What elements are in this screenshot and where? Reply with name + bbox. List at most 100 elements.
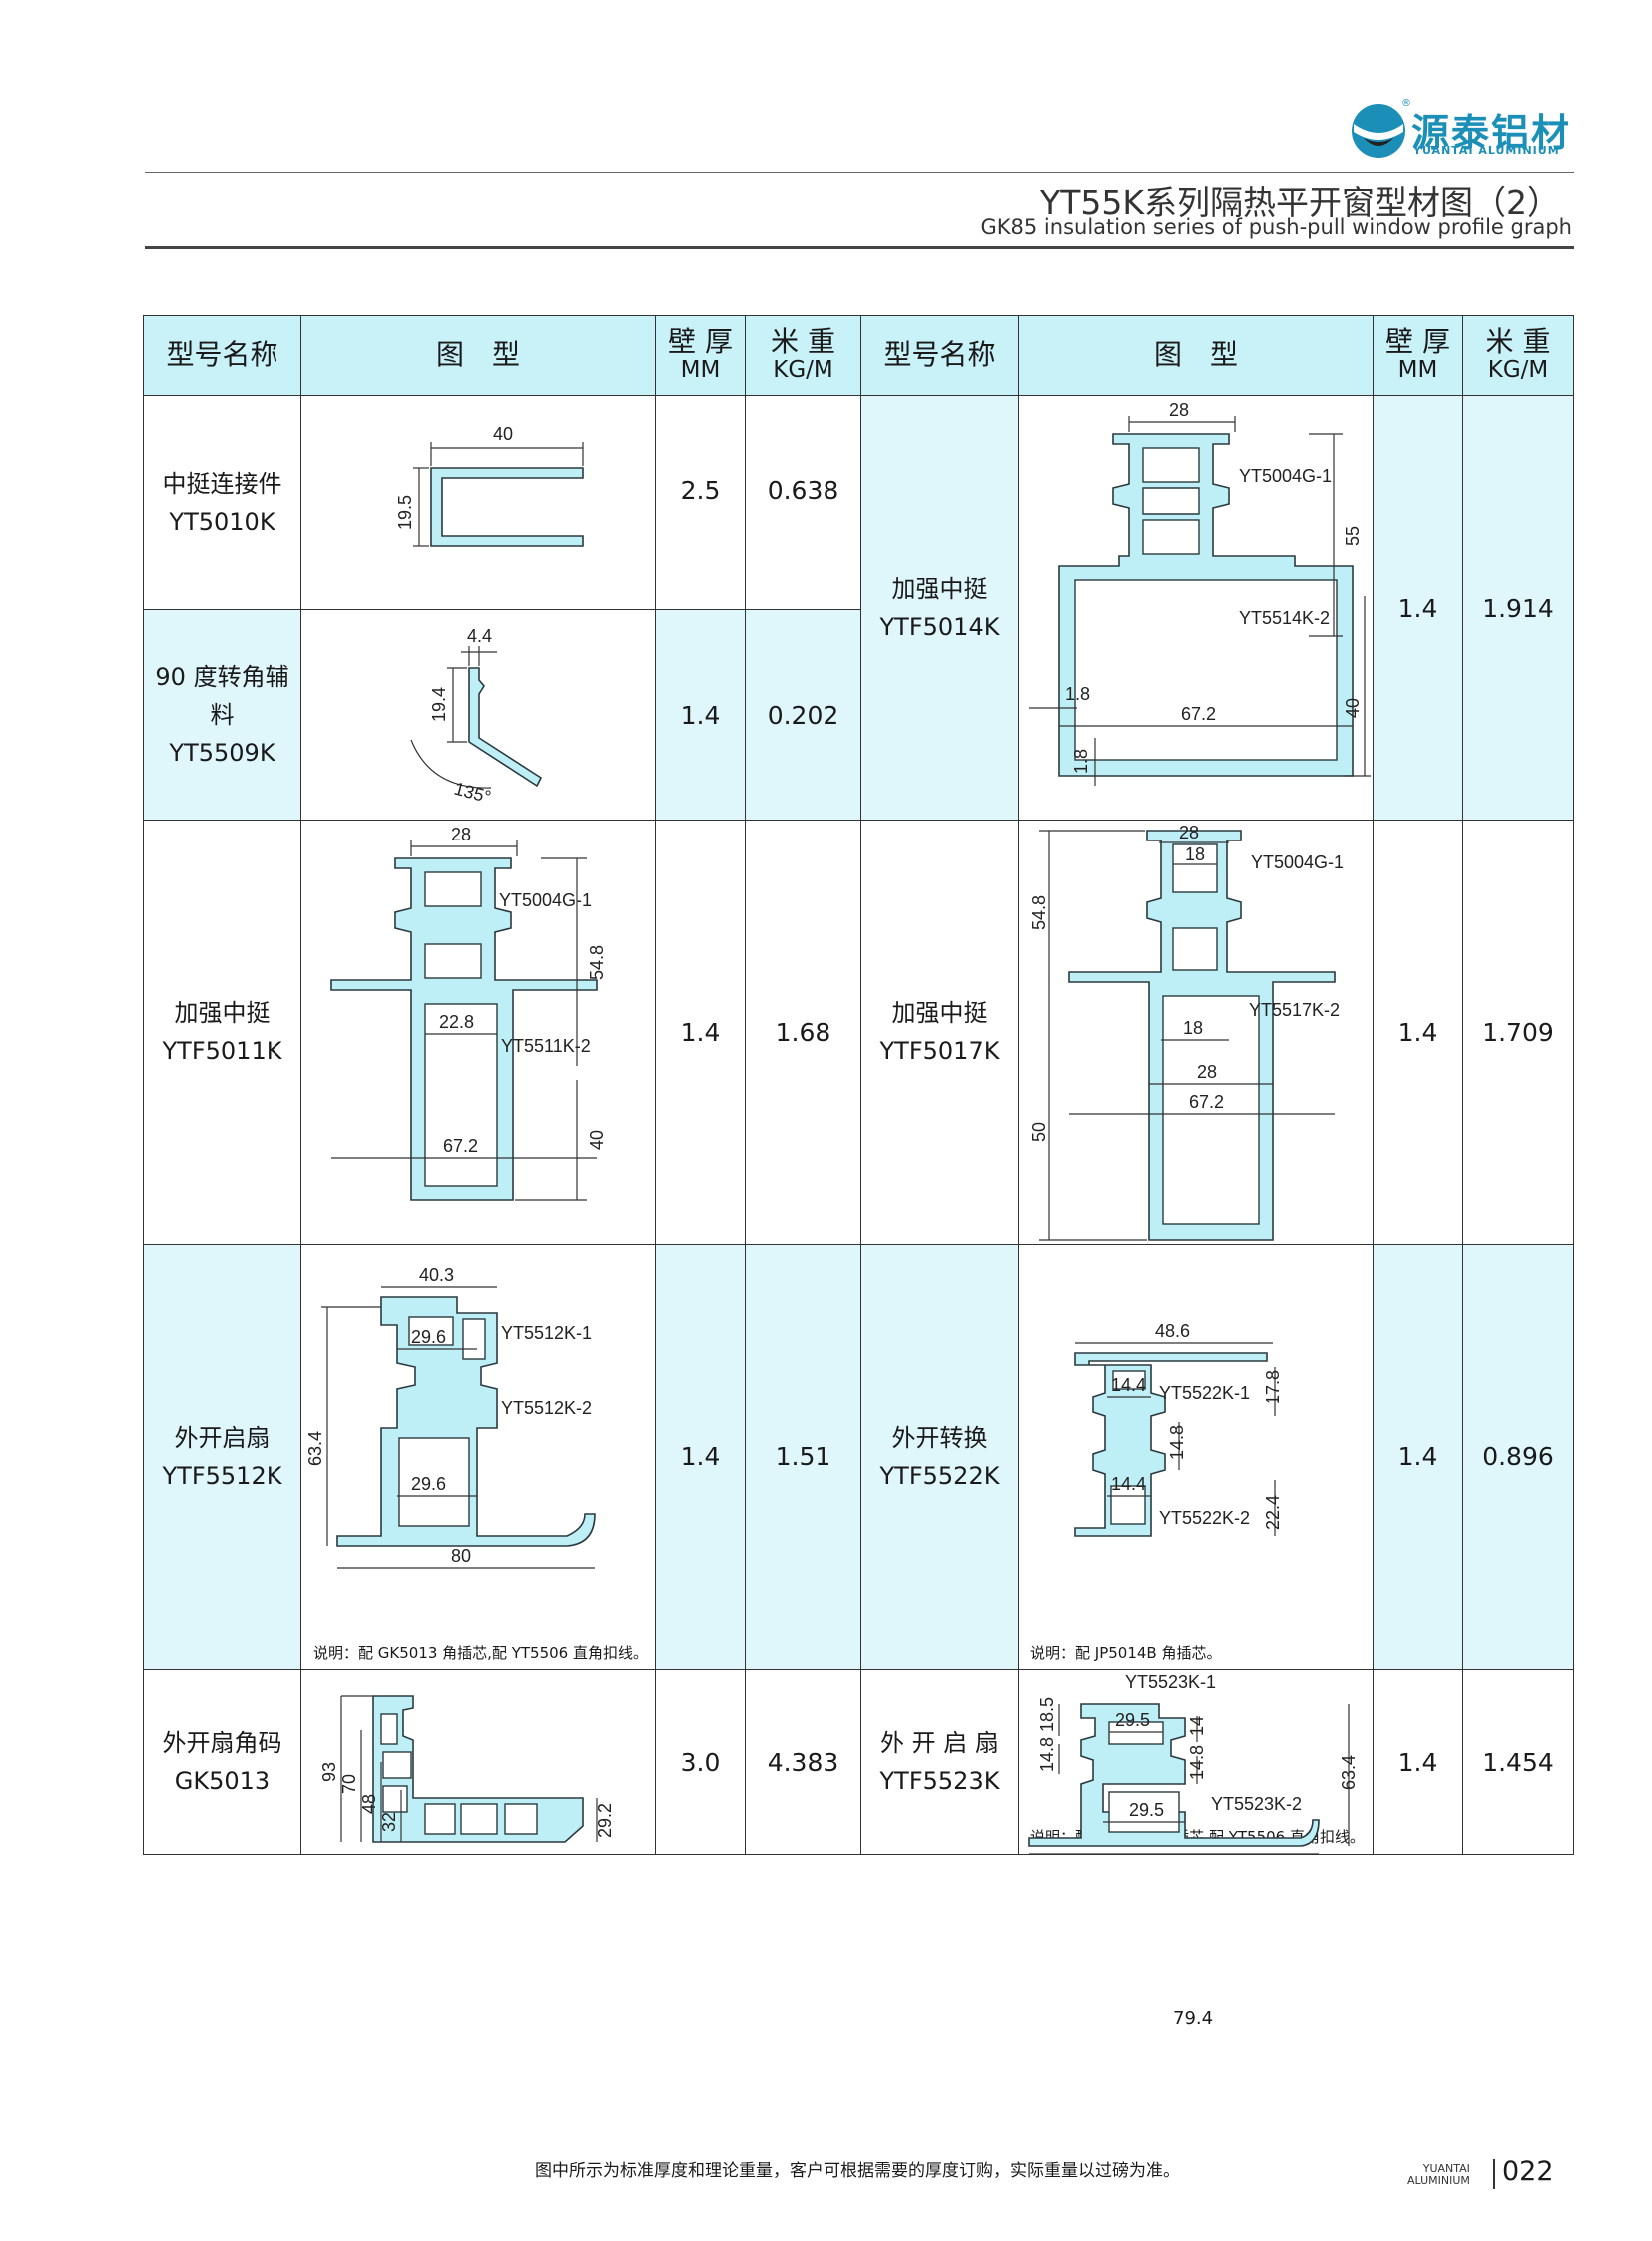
part-label: YT5004G-1 [499,890,592,910]
dim-label: 14.4 [1111,1375,1146,1395]
left-row-1-weight: 0.638 [746,396,861,610]
header-model-2: 型号名称 [861,316,1019,396]
dim-label: 18.5 [1037,1697,1057,1732]
brand-reg-mark: ® [1401,98,1411,109]
dim-label: 29.6 [411,1474,446,1494]
drawing-gk5013: 93 70 48 32 29.2 [319,1695,615,1843]
dim-label-79-4: 79.4 [1173,2008,1214,2029]
part-label: YT5512K-1 [501,1323,592,1343]
dim-label: 40.3 [419,1265,454,1285]
left-row-4-weight: 1.51 [746,1245,861,1670]
note-ytf5512k: 说明：配 GK5013 角插芯,配 YT5506 直角扣线。 [313,1644,648,1662]
right-row-2-weight: 1.709 [1463,821,1573,1245]
right-row-3-wall: 1.4 [1374,1245,1463,1670]
left-row-1-figure [301,396,656,610]
dim-label: 18 [1185,844,1205,864]
dim-label: 40 [1343,698,1363,718]
dim-label: 19.4 [429,687,449,722]
left-row-3-figure [301,821,656,1245]
dim-label: 55 [1343,526,1363,546]
dim-label: 63.4 [305,1431,325,1466]
left-row-5-weight: 4.383 [746,1670,861,1854]
dim-label: 28 [1169,400,1189,420]
part-label: YT5004G-1 [1239,466,1332,486]
header-figure: 图 型 [301,316,656,396]
left-row-5-figure [301,1670,656,1854]
right-row-4-wall: 1.4 [1374,1670,1463,1854]
drawing-ytf5011k: 28 YT5004G-1 54.8 YT5511K-2 22.8 40 67.2 [330,825,607,1201]
right-row-3-weight: 0.896 [1463,1245,1573,1670]
part-label: YT5523K-2 [1211,1794,1302,1814]
dim-label: 40 [493,424,513,444]
dim-label: 70 [339,1774,359,1794]
dim-label: 50 [1029,1122,1049,1142]
dim-label: 18 [1183,1018,1203,1038]
right-row-1-figure [1019,396,1374,821]
dim-label: 29.5 [1115,1710,1150,1730]
note-ytf5522k: 说明：配 JP5014B 角插芯。 [1030,1644,1222,1662]
footer-divider [1493,2159,1495,2189]
dim-label: 22.8 [439,1012,474,1032]
dim-label: 14.4 [1111,1474,1146,1494]
left-row-2-wall: 1.4 [656,610,746,821]
right-row-3-figure [1019,1245,1374,1670]
right-row-2-figure [1019,821,1374,1245]
dim-label: 67.2 [443,1136,478,1156]
dim-label: 28 [1197,1062,1217,1082]
left-row-5-wall: 3.0 [656,1670,746,1854]
brand-logo-icon [1352,104,1405,158]
header-model: 型号名称 [144,316,301,396]
dim-label: 17.8 [1263,1370,1283,1404]
right-row-1-weight: 1.914 [1463,396,1573,821]
dim-label: 19.5 [395,495,415,530]
dim-label: 93 [319,1762,339,1782]
dim-label: 48.6 [1155,1321,1190,1341]
left-row-3-wall: 1.4 [656,821,746,1245]
part-label: YT5522K-2 [1159,1508,1250,1528]
dim-label: 4.4 [467,626,492,646]
part-label: YT5517K-2 [1249,1000,1340,1020]
dim-label: 14 [1187,1716,1207,1736]
dim-label: 48 [359,1794,379,1814]
dim-label: 14.8 [1187,1745,1207,1780]
dim-label: 29.6 [411,1327,446,1347]
dim-label: 28 [451,825,471,844]
left-row-2-figure [301,610,656,821]
part-label: YT5512K-2 [501,1399,592,1418]
dim-label: 63.4 [1339,1755,1359,1790]
dim-label: 14.8 [1167,1425,1187,1460]
dim-label: 29.2 [595,1803,615,1838]
dim-label: 22.4 [1263,1495,1283,1530]
dim-label: 28 [1179,823,1199,842]
drawing-ytf5512k: 40.3 29.6 YT5512K-1 63.4 YT5512K-2 29.6 … [305,1265,596,1569]
dim-label: 1.8 [1071,749,1091,774]
brand-logo: ® 源泰铝材 YUANTAI ALUMINIUM [1350,98,1573,164]
left-row-4-wall: 1.4 [656,1245,746,1670]
right-row-2-wall: 1.4 [1374,821,1463,1245]
drawing-yt5010k: 40 19.5 [395,424,584,547]
dim-label: 80 [451,1546,471,1566]
right-row-1-wall: 1.4 [1374,396,1463,821]
header-figure-2: 图 型 [1019,316,1374,396]
brand-name-en: YUANTAI ALUMINIUM [1413,144,1560,157]
drawing-ytf5014k: 28 YT5004G-1 55 YT5514K-2 1.8 67.2 40 1.… [1029,400,1371,786]
dim-label: 67.2 [1181,704,1216,724]
part-label: YT5511K-2 [501,1036,591,1056]
left-row-4-figure [301,1245,656,1670]
header-rule-thick [145,246,1574,249]
dim-label: 54.8 [1029,895,1049,930]
right-row-4-figure [1019,1670,1374,1854]
